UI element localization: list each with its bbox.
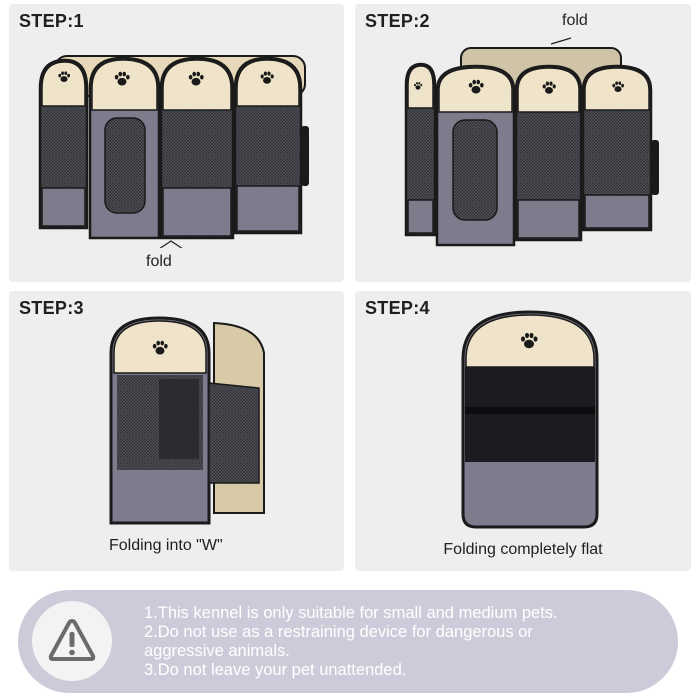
- notice-line: aggressive animals.: [144, 642, 290, 660]
- step-4-title: STEP:4: [365, 298, 430, 318]
- playpen-w-folded-illustration: [109, 316, 265, 525]
- step-2-panel: STEP:2 fold: [355, 4, 691, 282]
- playpen-open-illustration: [38, 55, 309, 248]
- playpen-half-folded-illustration: [404, 37, 659, 247]
- notice-line: 1.This kennel is only suitable for small…: [144, 604, 558, 622]
- step-3-panel: STEP:3 Folding into "W": [9, 291, 344, 571]
- safety-notice: 1.This kennel is only suitable for small…: [18, 590, 678, 693]
- playpen-flat-folded-illustration: [461, 310, 599, 529]
- fold-annotation: fold: [562, 12, 588, 29]
- warning-badge: [32, 601, 112, 681]
- fold-annotation: fold: [146, 253, 172, 270]
- notice-line: 2.Do not use as a restraining device for…: [144, 623, 533, 641]
- step-3-caption: Folding into "W": [109, 537, 223, 554]
- step-3-title: STEP:3: [19, 298, 84, 318]
- step-4-panel: STEP:4 Folding completely flat: [355, 291, 691, 571]
- notice-text: 1.This kennel is only suitable for small…: [144, 604, 664, 680]
- step-4-caption: Folding completely flat: [443, 541, 603, 558]
- step-2-title: STEP:2: [365, 11, 430, 31]
- step-1-panel: STEP:1: [9, 4, 344, 282]
- warning-triangle-icon: [48, 619, 96, 661]
- notice-line: 3.Do not leave your pet unattended.: [144, 661, 407, 679]
- step-1-title: STEP:1: [19, 11, 84, 31]
